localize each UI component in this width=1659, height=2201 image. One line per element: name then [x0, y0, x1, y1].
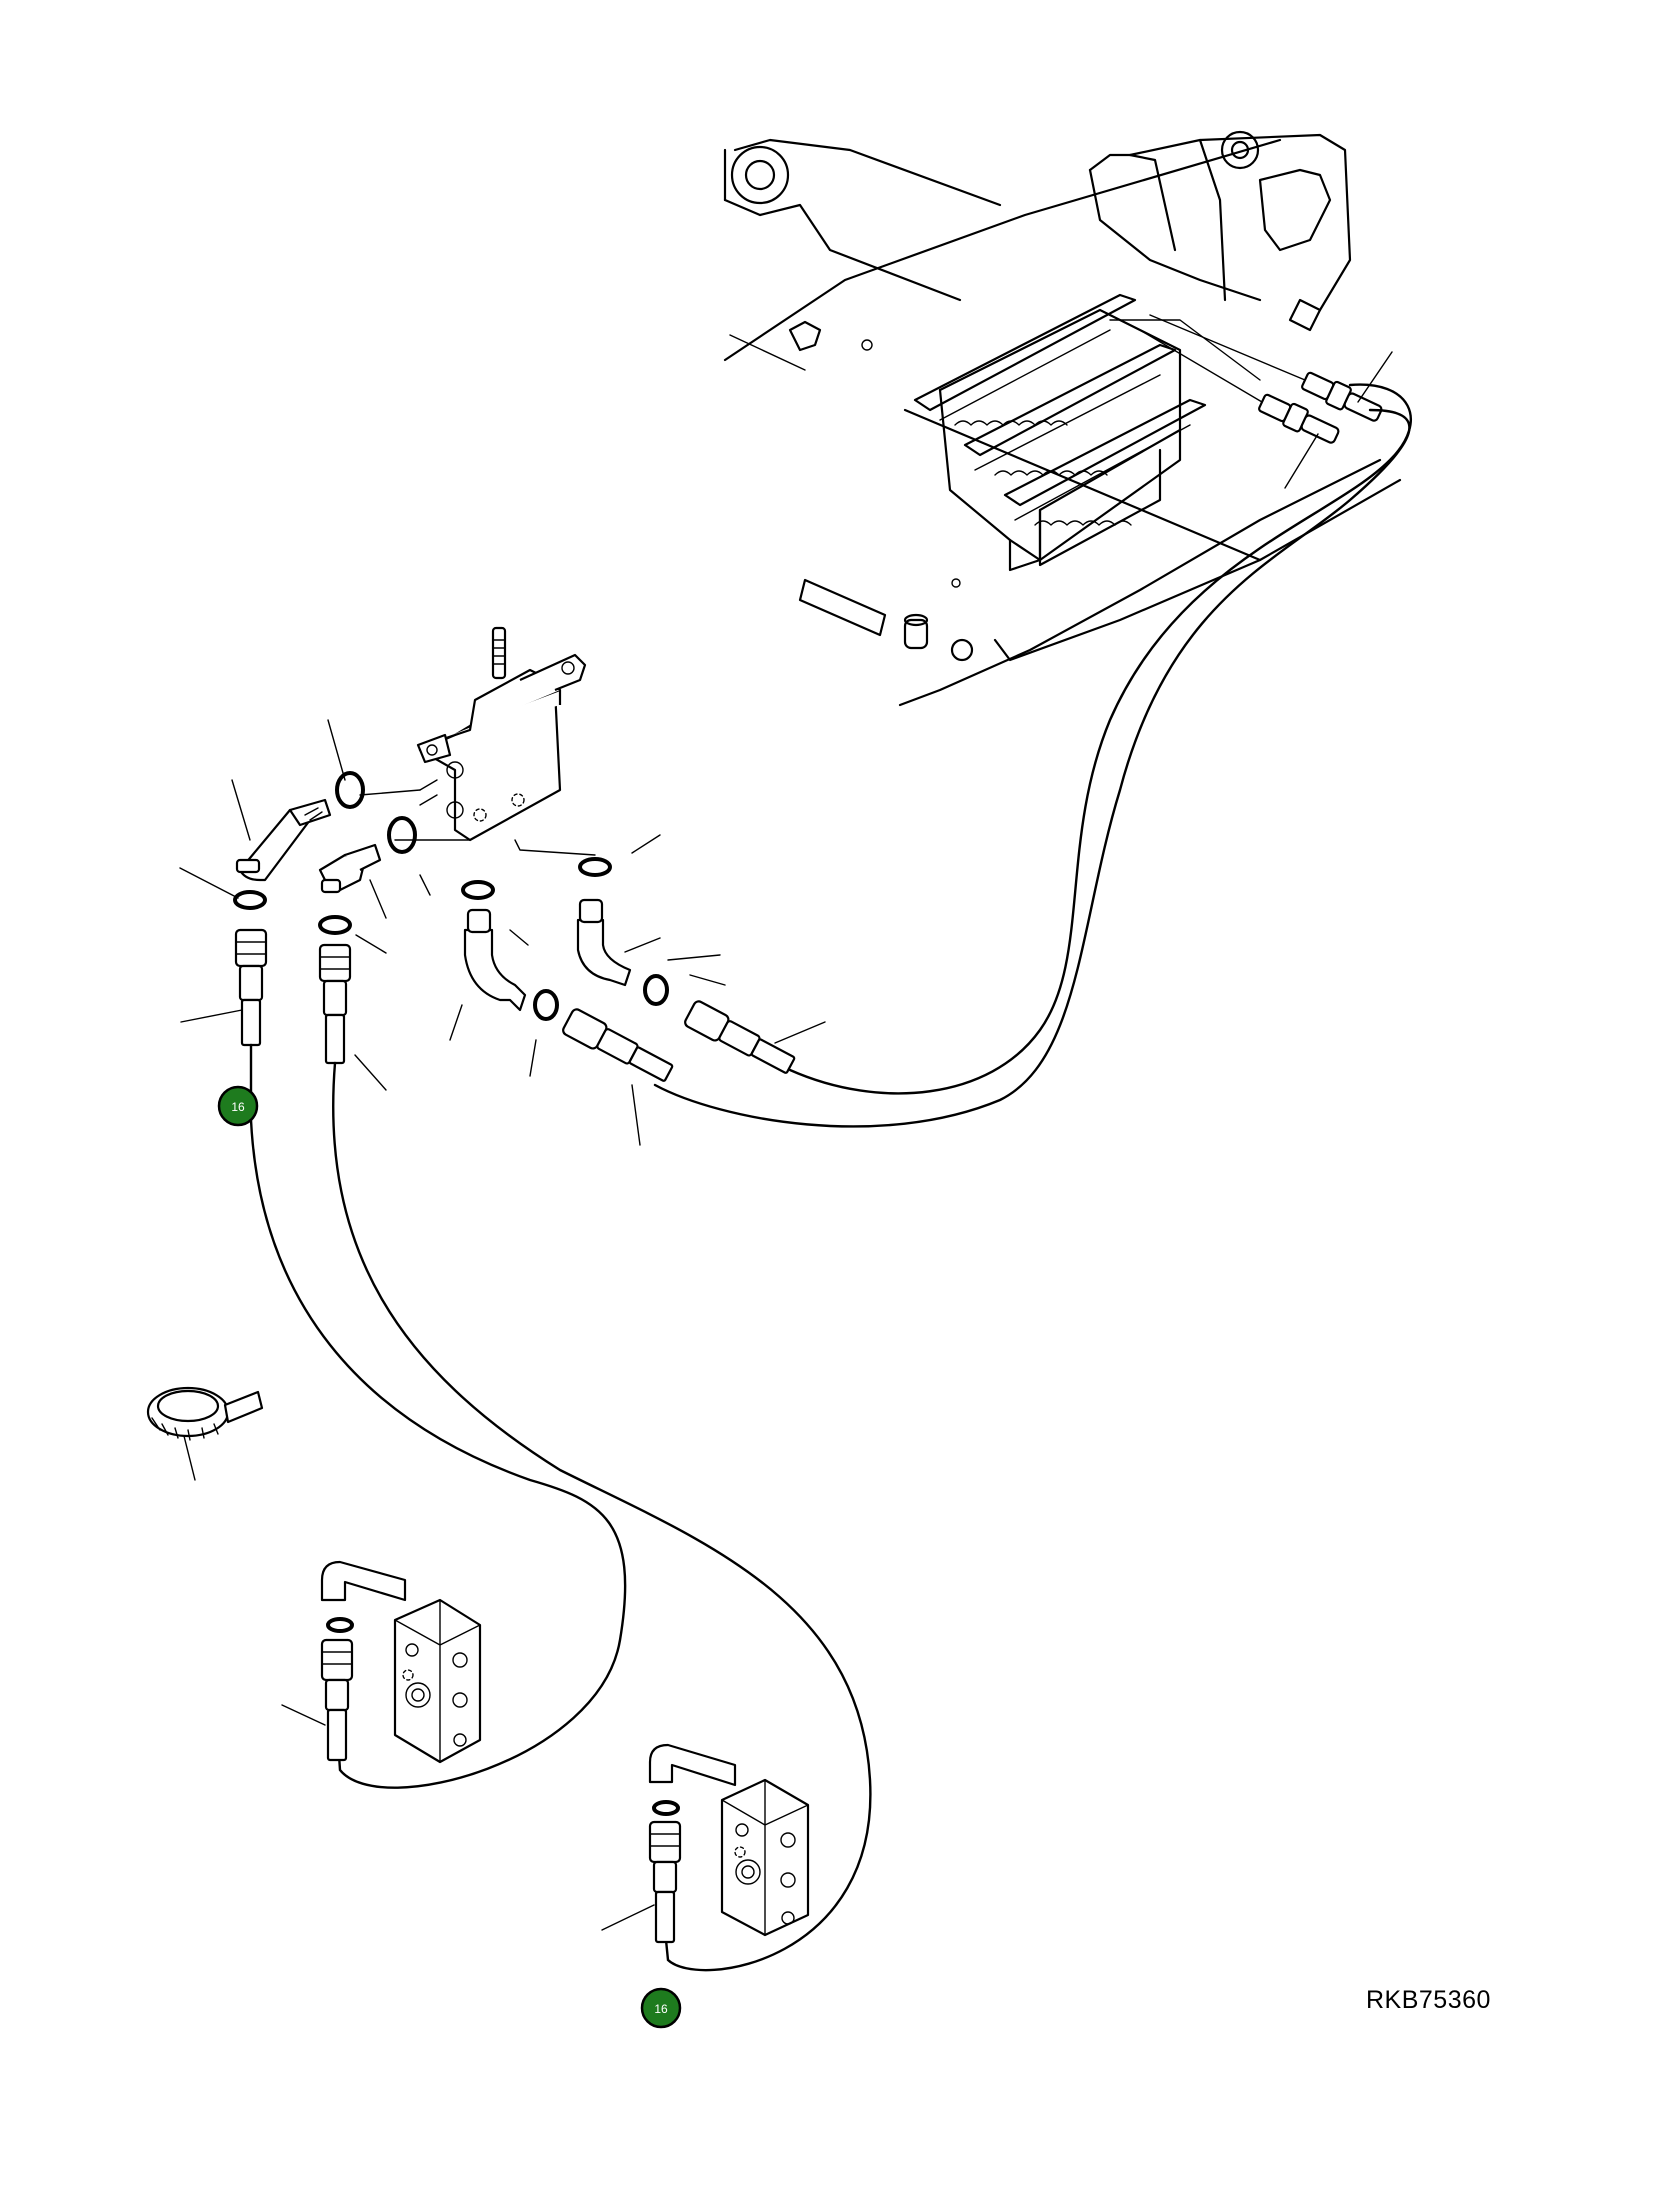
callout-16-lower: 16 — [640, 1987, 682, 2029]
manifold-lower-right — [601, 1743, 810, 1944]
manifold-lower-left — [281, 1560, 482, 1764]
control-valve-bank — [913, 293, 1261, 572]
hose-end-fittings — [234, 928, 796, 1082]
hose-clamp — [146, 1386, 264, 1481]
drawing-id-label: RKB75360 — [1366, 1986, 1491, 2014]
callout-label: 16 — [231, 1100, 245, 1114]
leader-line — [359, 789, 421, 796]
callout-16-upper: 16 — [217, 1085, 259, 1127]
callout-label: 16 — [654, 2002, 668, 2016]
leader-lines — [179, 719, 826, 1146]
leader-line — [514, 839, 596, 856]
hoses — [249, 383, 1412, 1972]
elbow-fittings — [233, 771, 669, 1021]
block-valve — [416, 626, 587, 842]
valve-bank-fittings — [1139, 314, 1393, 489]
